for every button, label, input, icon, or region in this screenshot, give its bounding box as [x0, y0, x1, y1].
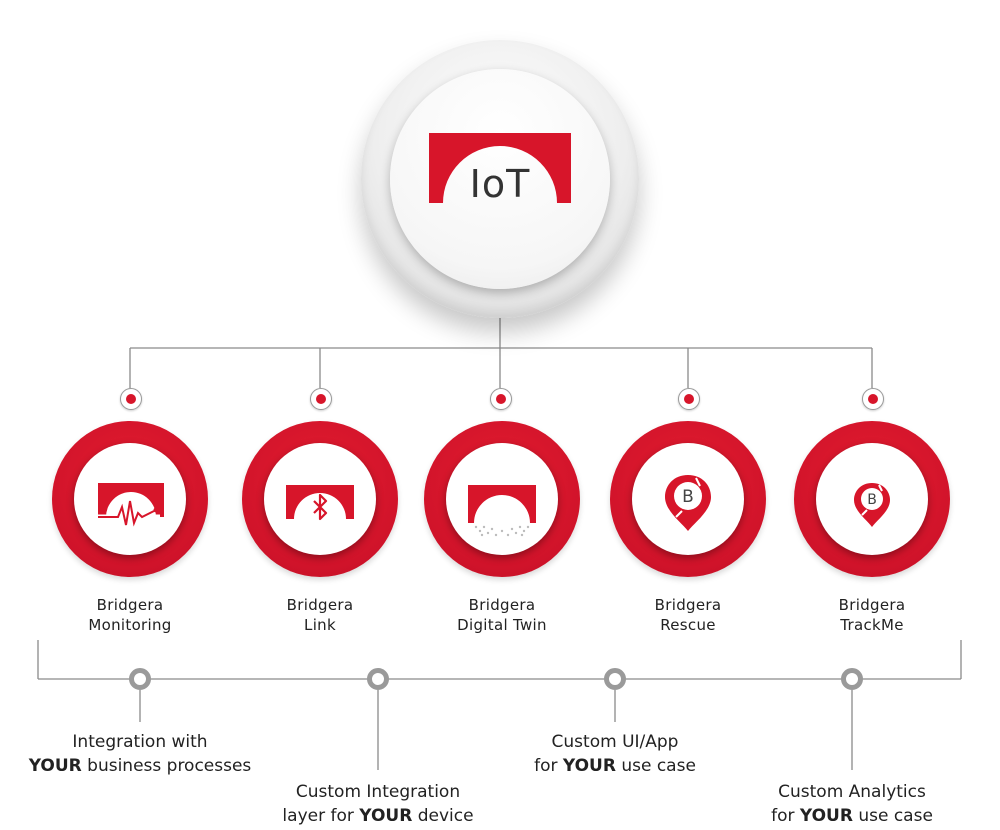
feature-business-integration: Integration with YOUR business processes — [20, 730, 260, 778]
product-name: Link — [304, 616, 336, 634]
bridgera-arch-logo-icon — [429, 133, 571, 203]
pin-badge: B — [867, 492, 877, 508]
product-monitoring-inner — [74, 443, 186, 555]
iot-hub-inner — [390, 69, 610, 289]
feature-line2: for YOUR use case — [771, 806, 933, 826]
pin-badge: B — [682, 487, 694, 507]
feature-device-integration: Custom Integration layer for YOUR device — [268, 780, 488, 828]
product-label-trackme: Bridgera TrackMe — [787, 595, 957, 635]
feature-line1: Custom UI/App — [551, 732, 679, 752]
product-label-rescue: Bridgera Rescue — [603, 595, 773, 635]
feature-line1: Custom Analytics — [778, 782, 926, 802]
feature-line2: layer for YOUR device — [282, 806, 474, 826]
product-name: TrackMe — [840, 616, 904, 634]
connector-dot — [120, 388, 142, 410]
product-name: Monitoring — [88, 616, 172, 634]
connector-dot — [490, 388, 512, 410]
product-brand: Bridgera — [96, 596, 164, 614]
product-brand: Bridgera — [654, 596, 722, 614]
feature-line1: Integration with — [72, 732, 208, 752]
product-rescue-inner: B — [632, 443, 744, 555]
product-monitoring[interactable] — [52, 421, 208, 577]
feature-line1: Custom Integration — [295, 782, 461, 802]
product-label-monitoring: Bridgera Monitoring — [45, 595, 215, 635]
product-label-digital-twin: Bridgera Digital Twin — [417, 595, 587, 635]
product-rescue[interactable]: B — [610, 421, 766, 577]
feature-line2: for YOUR use case — [534, 756, 696, 776]
product-link-inner — [264, 443, 376, 555]
product-digital-twin[interactable] — [424, 421, 580, 577]
location-pin-icon: B — [854, 483, 890, 527]
location-pin-icon: B — [665, 475, 711, 531]
monitoring-icon — [98, 483, 164, 532]
iot-hub — [361, 40, 639, 318]
connector-dot — [862, 388, 884, 410]
bluetooth-icon — [286, 485, 354, 521]
feature-connector-ring — [129, 668, 151, 690]
product-trackme-inner: B — [816, 443, 928, 555]
feature-connector-ring — [604, 668, 626, 690]
hub-label: IoT — [469, 162, 531, 206]
product-brand: Bridgera — [468, 596, 536, 614]
product-name: Digital Twin — [457, 616, 547, 634]
product-label-link: Bridgera Link — [235, 595, 405, 635]
connector-dot — [678, 388, 700, 410]
feature-connector-ring — [841, 668, 863, 690]
digital-twin-icon — [468, 485, 536, 537]
feature-custom-ui: Custom UI/App for YOUR use case — [520, 730, 710, 778]
feature-line2: YOUR business processes — [28, 756, 252, 776]
product-digital-twin-inner — [446, 443, 558, 555]
connector-dot — [310, 388, 332, 410]
product-name: Rescue — [660, 616, 716, 634]
product-link[interactable] — [242, 421, 398, 577]
feature-custom-analytics: Custom Analytics for YOUR use case — [762, 780, 942, 828]
product-trackme[interactable]: B — [794, 421, 950, 577]
product-brand: Bridgera — [838, 596, 906, 614]
feature-connector-ring — [367, 668, 389, 690]
product-brand: Bridgera — [286, 596, 354, 614]
